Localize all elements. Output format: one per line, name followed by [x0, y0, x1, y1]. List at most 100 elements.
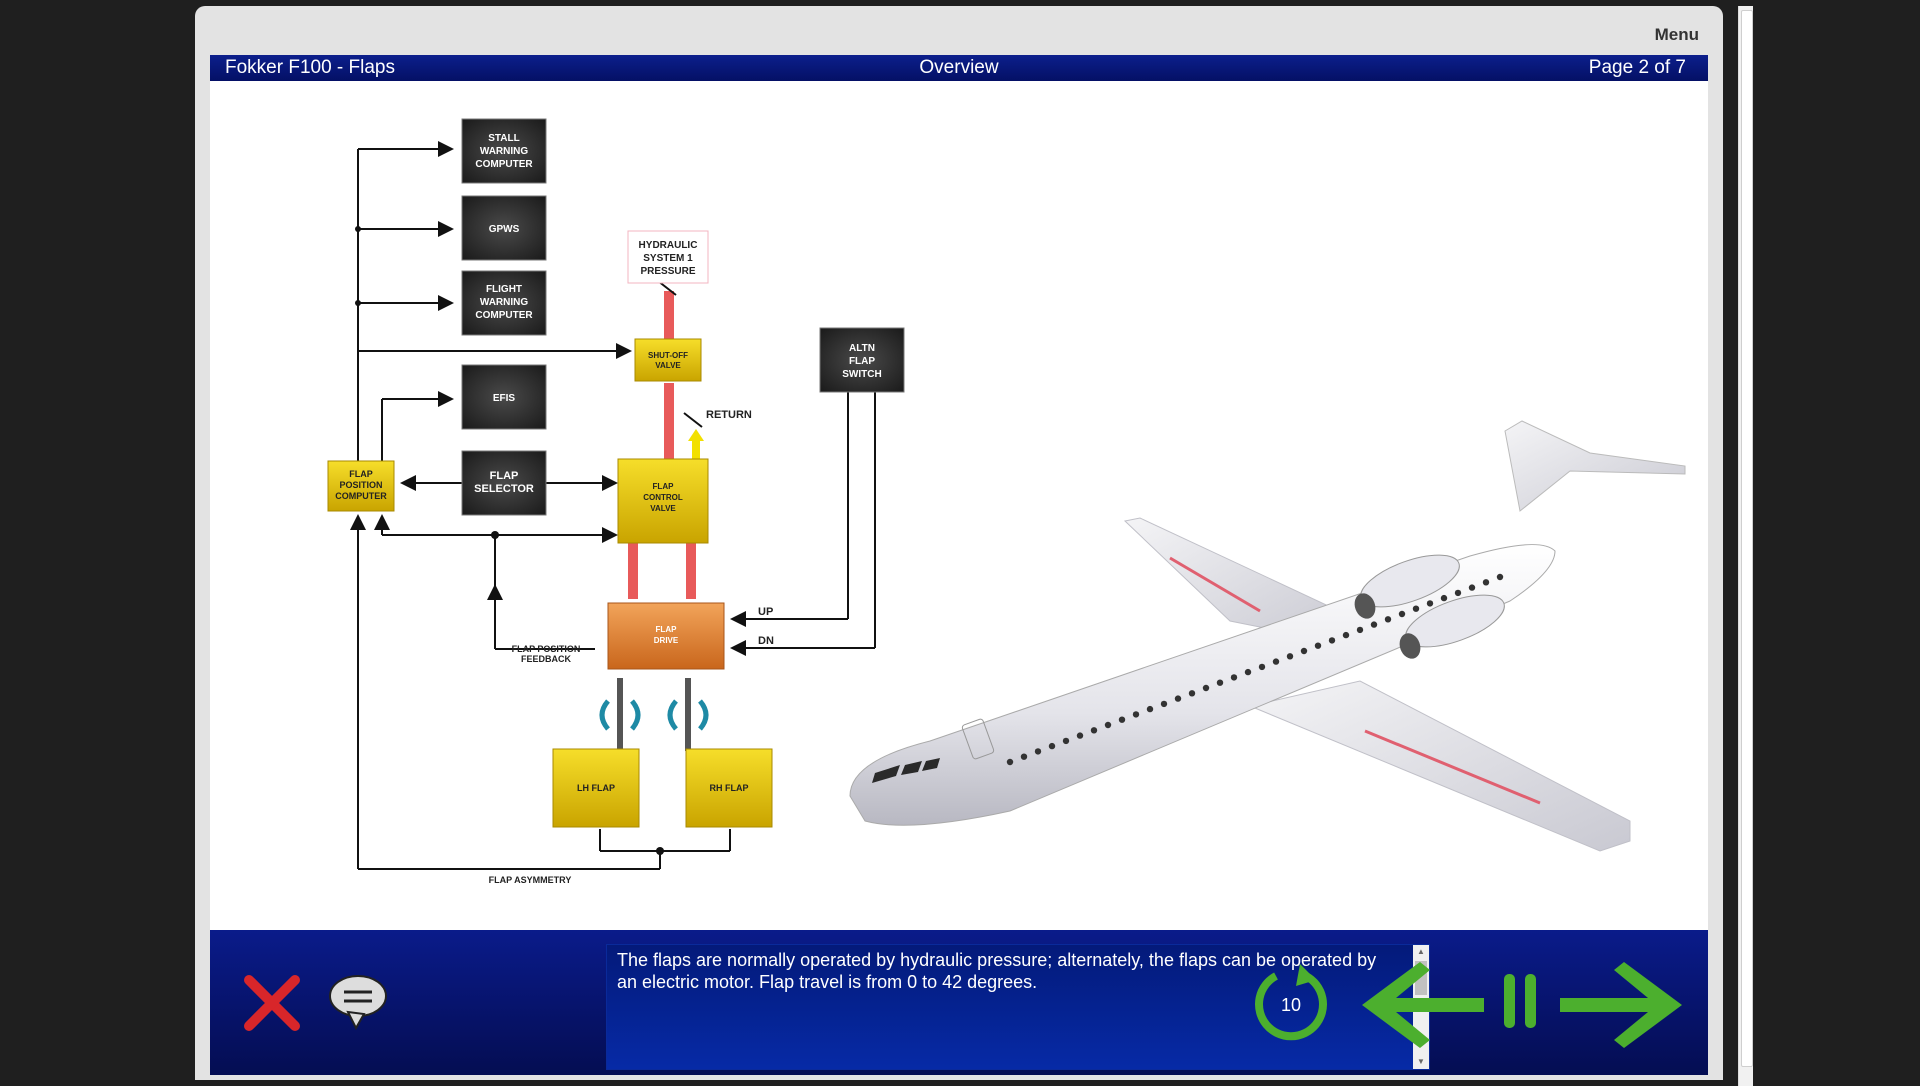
altn-label-1: ALTN [849, 343, 875, 354]
cabin-window [1426, 600, 1434, 607]
cabin-window [1062, 737, 1070, 745]
cabin-window [1356, 626, 1364, 634]
shutoff-label-2: VALVE [655, 361, 681, 370]
menu-button[interactable]: Menu [1654, 25, 1699, 44]
gpws-label: GPWS [489, 224, 520, 235]
close-button[interactable] [243, 974, 301, 1032]
pause-button[interactable] [1502, 970, 1540, 1032]
replay-label: 10 [1281, 995, 1301, 1015]
hydraulic-pressure-label: HYDRAULIC SYSTEM 1 PRESSURE [627, 230, 709, 284]
cabin-window [1258, 663, 1266, 671]
cabin-window [1412, 605, 1420, 612]
flap-drive-label-2: DRIVE [654, 636, 679, 645]
cabin-window [1300, 647, 1308, 655]
cabin-window [1174, 695, 1182, 702]
cabin-window [1216, 679, 1224, 686]
up-label: UP [758, 606, 773, 618]
airplane-illustration [849, 420, 1686, 852]
flight-warning-label-3: COMPUTER [475, 310, 533, 321]
cabin-window [1272, 658, 1280, 665]
control-valve-label-3: VALVE [650, 504, 676, 513]
rh-flap-box: RH FLAP [685, 748, 773, 828]
cabin-window [1034, 748, 1042, 755]
cabin-window [1076, 732, 1084, 739]
pause-icon [1504, 974, 1536, 1028]
altn-flap-switch-box: ALTN FLAP SWITCH [819, 327, 905, 393]
flap-drive-label-1: FLAP [656, 625, 678, 634]
next-arrow-icon [1560, 962, 1682, 1048]
title-bar: Fokker F100 - Flaps Overview Page 2 of 7 [210, 55, 1708, 81]
cabin-window [1048, 742, 1056, 750]
flight-warning-computer-box: FLIGHT WARNING COMPUTER [461, 270, 547, 336]
control-valve-label-1: FLAP [653, 482, 675, 491]
transcript-button[interactable] [326, 972, 390, 1031]
shutoff-label-1: SHUT-OFF [648, 351, 688, 360]
back-arrow-icon [1362, 962, 1484, 1048]
cabin-window [1342, 631, 1350, 639]
lh-flap-box: LH FLAP [552, 748, 640, 828]
flight-warning-label-1: FLIGHT [486, 284, 522, 295]
flap-selector-label-2: SELECTOR [474, 483, 534, 495]
page-scroll-thumb[interactable] [1741, 10, 1753, 1067]
section-title: Overview [919, 57, 999, 78]
stall-warning-label-3: COMPUTER [475, 159, 533, 170]
next-button[interactable] [1558, 960, 1684, 1050]
flap-selector-box: FLAP SELECTOR [461, 450, 547, 516]
scroll-down-icon[interactable]: ▼ [1417, 1057, 1425, 1066]
dn-label: DN [758, 635, 774, 647]
stall-warning-label-2: WARNING [480, 146, 529, 157]
scroll-up-icon[interactable]: ▲ [1417, 947, 1425, 956]
efis-label: EFIS [493, 393, 516, 404]
cabin-window [1286, 653, 1294, 660]
flight-warning-label-2: WARNING [480, 297, 529, 308]
cabin-window [1482, 579, 1490, 586]
cabin-window [1454, 589, 1462, 597]
cabin-window [1132, 711, 1140, 718]
control-bar: The flaps are normally operated by hydra… [210, 930, 1708, 1075]
control-valve-label-2: CONTROL [643, 493, 683, 502]
hydraulic-label-1: HYDRAULIC [639, 240, 698, 251]
cabin-window [1118, 716, 1126, 723]
cabin-window [1090, 727, 1098, 734]
altn-label-3: SWITCH [842, 369, 881, 380]
narration-text: The flaps are normally operated by hydra… [617, 950, 1377, 992]
cabin-window [1370, 621, 1378, 628]
cabin-window [1160, 700, 1168, 708]
shutoff-valve-box: SHUT-OFF VALVE [634, 338, 702, 382]
stall-warning-label-1: STALL [488, 133, 519, 144]
course-title: Fokker F100 - Flaps [225, 57, 395, 78]
cabin-window [1104, 721, 1112, 729]
cabin-window [1244, 668, 1252, 676]
close-icon [244, 975, 300, 1031]
flap-position-computer-label-2: POSITION [339, 480, 382, 490]
speech-bubble-icon [329, 975, 387, 1031]
cabin-window [1146, 705, 1154, 713]
cabin-window [1398, 610, 1406, 618]
efis-box: EFIS [461, 364, 547, 430]
content-area: STALL WARNING COMPUTER GPWS FLIGHT WARNI… [210, 81, 1708, 930]
flap-control-valve-box: FLAP CONTROL VALVE [617, 458, 709, 544]
rh-flap-label: RH FLAP [710, 783, 749, 793]
gpws-box: GPWS [461, 195, 547, 261]
player-window: Menu Fokker F100 - Flaps Overview Page 2… [195, 6, 1753, 1086]
altn-label-2: FLAP [849, 356, 875, 367]
cabin-window [1314, 642, 1322, 649]
stall-warning-computer-box: STALL WARNING COMPUTER [461, 118, 547, 184]
flap-position-computer-box: FLAP POSITION COMPUTER [327, 460, 395, 512]
cabin-window [1230, 674, 1238, 681]
cabin-window [1440, 594, 1448, 602]
cabin-window [1384, 616, 1392, 623]
page-scrollbar[interactable] [1738, 6, 1753, 1086]
cabin-window [1328, 637, 1336, 644]
flap-asymmetry-label: FLAP ASYMMETRY [489, 875, 572, 885]
flap-position-computer-label-3: COMPUTER [335, 491, 387, 501]
flap-system-diagram: STALL WARNING COMPUTER GPWS FLIGHT WARNI… [327, 118, 905, 885]
replay-10-button[interactable]: 10 [1250, 962, 1332, 1044]
replay-icon: 10 [1255, 964, 1327, 1041]
back-button[interactable] [1360, 960, 1486, 1050]
cabin-window [1020, 753, 1028, 760]
cabin-window [1468, 584, 1476, 591]
flap-position-computer-label-1: FLAP [349, 469, 373, 479]
page-indicator: Page 2 of 7 [1588, 57, 1686, 78]
flap-drive-box: FLAP DRIVE [607, 602, 725, 670]
